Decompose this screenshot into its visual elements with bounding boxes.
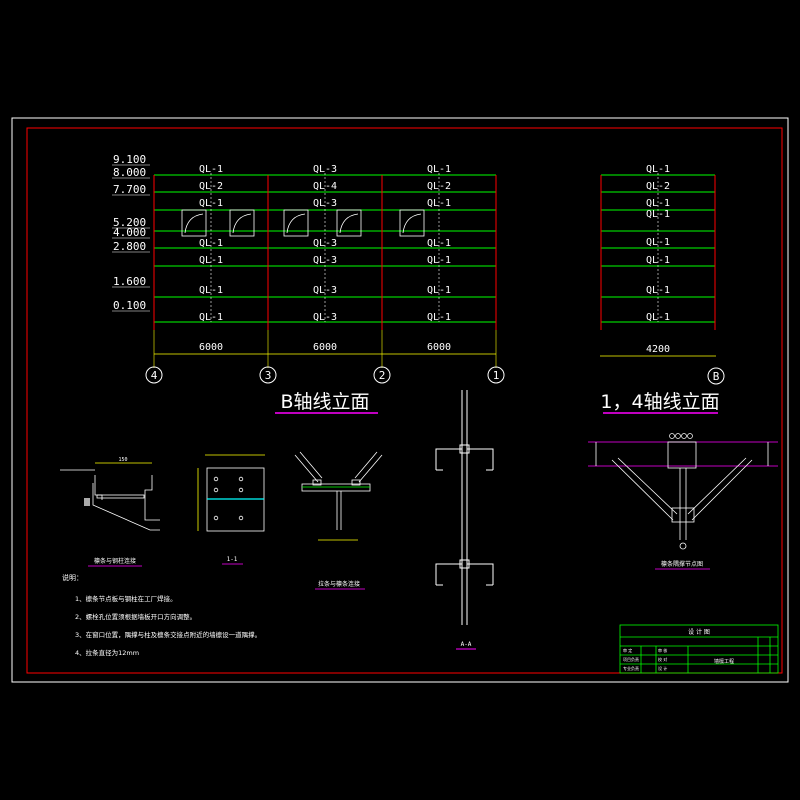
b-beam-label: QL-3 [313,164,337,175]
note-item: 1、檩条节点板与钢柱在工厂焊接。 [75,594,177,603]
b-beam-label: QL-1 [199,238,223,249]
b-dimensions: 6000 6000 6000 [153,330,497,368]
bolt [681,433,687,439]
b-beam-label: QL-1 [427,255,451,266]
b-beam-label: QL-1 [199,164,223,175]
detail-3-caption: 拉条与檩条连接 [318,580,360,588]
axis-bubble-label: 2 [379,369,386,382]
detail-2-caption: 1-1 [227,556,238,563]
window-frame [229,209,255,237]
axis-bubble-b [707,367,725,385]
b-axis-bubbles: 4 3 2 1 [145,366,505,384]
bolt [675,433,681,439]
window-frame [283,209,309,237]
b-beam-label: QL-3 [313,238,337,249]
b-beam-label: QL-1 [199,255,223,266]
b-dim-text: 6000 [313,342,337,353]
level-label: 0.100 [113,299,146,312]
axis-bubble-b-label: B [713,370,720,383]
axis-bubble-label: 1 [493,369,500,382]
elevation-14-dim: 4200 [646,344,670,355]
axis-bubble-label: 4 [151,369,158,382]
title-block-cell: 校 对 [658,656,667,662]
detail-1-caption: 檩条与钢柱连接 [94,557,136,565]
axis-bubble [373,366,391,384]
e-beams [600,174,716,330]
b-beam-label: QL-3 [313,198,337,209]
b-beam-labels: QL-1QL-2QL-1QL-1QL-1QL-1QL-1QL-3QL-4QL-3… [199,164,451,323]
b-beam-label: QL-1 [427,238,451,249]
window-frame [181,209,207,237]
b-beam-label: QL-3 [313,255,337,266]
outer-frame [11,117,789,683]
elevation-b-title: B轴线立面 [280,391,369,413]
detail-purlin-column: 150 檩条与钢柱连接 [60,457,160,567]
axis-bubble [145,366,163,384]
window-brace [232,213,252,234]
axis-bubble [487,366,505,384]
detail-5-caption: 檩条隅撑节点图 [661,560,703,568]
title-block-cell: 审 核 [658,647,667,653]
title-block-cell: 设 计 [658,665,667,671]
e-beam-label: QL-1 [646,164,670,175]
b-beam-label: QL-1 [427,164,451,175]
title-block-header: 设 计 图 [688,628,710,636]
e-beam-labels: QL-1QL-2QL-1QL-1QL-1QL-1QL-1QL-1 [646,164,670,323]
axis-bubble [259,366,277,384]
bolt [669,433,675,439]
window-brace [402,213,422,234]
note-item: 4、拉条直径为12mm [75,648,139,657]
title-block-cell: 项目负责 [623,656,639,662]
level-label: 2.800 [113,240,146,253]
b-beam-label: QL-1 [427,198,451,209]
detail-1-dim: 150 [118,457,127,463]
title-block-cell: 专业负责 [623,665,639,671]
elevation-14-title: 1，4轴线立面 [600,391,719,413]
axis-bubble-label: 3 [265,369,272,382]
level-label: 1.600 [113,275,146,288]
note-item: 3、在窗口位置，隅撑与柱及檩条交接点附近的墙檩设一道隅撑。 [75,630,261,639]
inner-frame [26,127,783,674]
b-dim-text: 6000 [199,342,223,353]
level-label: 5.200 [113,216,146,229]
window-frame [336,209,362,237]
b-dim-text: 6000 [427,342,451,353]
detail-knee-brace: 檩条隅撑节点图 [588,433,778,570]
b-windows [181,209,425,237]
notes: 说明： 1、檩条节点板与钢柱在工厂焊接。 2、螺栓孔位置须根据墙板开口方向调整。 3… [62,573,261,657]
window-brace [184,213,204,234]
window-frame [399,209,425,237]
notes-heading: 说明： [62,573,83,582]
detail-plate-1-1: 1-1 [197,454,265,565]
b-columns [153,175,497,330]
level-label: 9.100 [113,153,146,166]
elevation-14: QL-1QL-2QL-1QL-1QL-1QL-1QL-1QL-1 4200 B … [600,164,725,414]
level-label: 8.000 [113,166,146,179]
title-block-cell: 审 定 [623,647,632,653]
e-beam-label: QL-1 [646,255,670,266]
b-beam-label: QL-1 [199,198,223,209]
bolt [687,433,693,439]
window-brace [286,213,306,234]
detail-rod-purlin: 拉条与檩条连接 [294,451,383,590]
e-beam-label: QL-1 [646,198,670,209]
note-item: 2、螺栓孔位置须根据墙板开口方向调整。 [75,612,196,621]
detail-section-a-a: A-A [435,390,494,650]
detail-4-caption: A-A [461,641,472,648]
level-label: 4.000 [113,226,146,239]
window-brace [339,213,359,234]
title-block-project: 墙檩工程 [714,658,734,665]
level-label: 7.700 [113,183,146,196]
